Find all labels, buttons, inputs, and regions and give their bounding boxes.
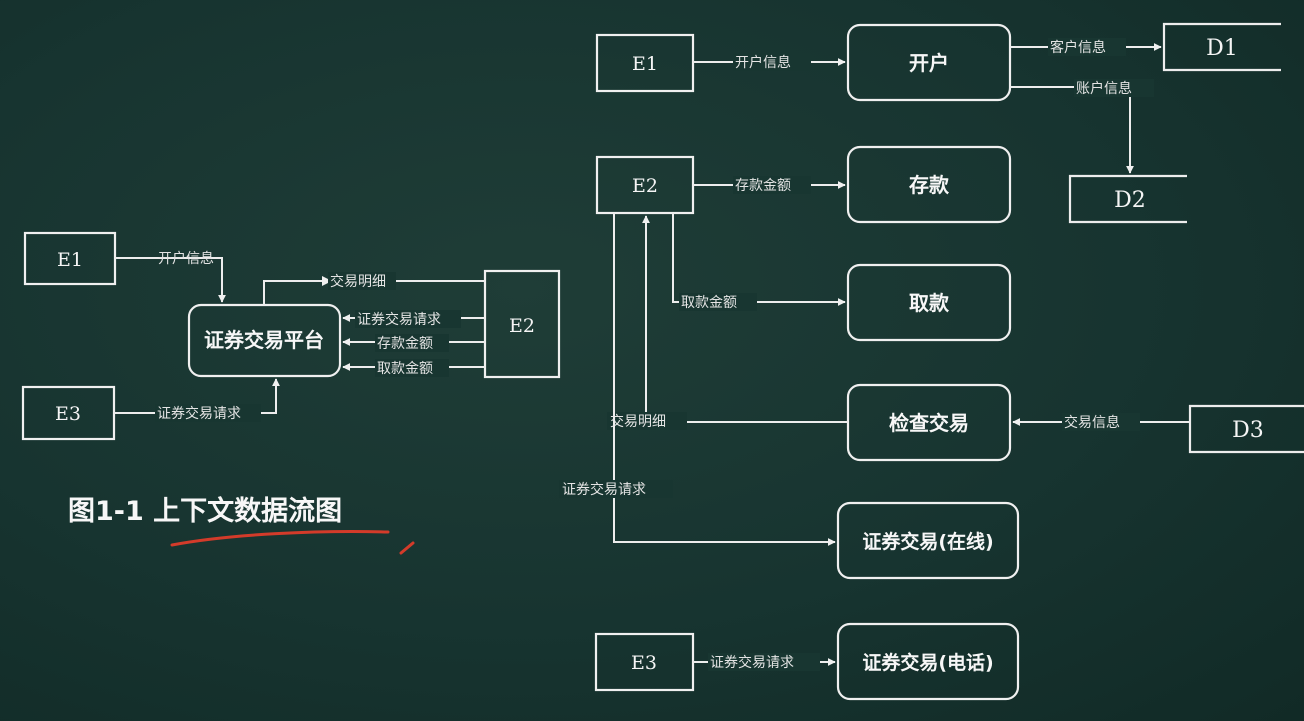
ctx-flow-withdraw-label: 取款金额 bbox=[377, 361, 433, 377]
ctx-entity-e2-label: E2 bbox=[509, 315, 535, 337]
flow-open-d2-line bbox=[1010, 86, 1134, 174]
process-deposit-label: 存款 bbox=[909, 173, 950, 197]
ctx-flow-detail-arrowhead bbox=[322, 276, 332, 286]
ctx-flow-detail-label: 交易明细 bbox=[330, 273, 386, 290]
flow-e2-deposit-label: 存款金额 bbox=[735, 178, 791, 194]
red-tick-mark bbox=[399, 541, 415, 555]
detail-diagram: E1 E2 E3 开户 存款 取款 检查交易 证券交易(在线) 证券交易(电话)… bbox=[559, 22, 1304, 701]
process-open-account-label: 开户 bbox=[909, 51, 949, 75]
store-d3-label: D3 bbox=[1232, 418, 1264, 443]
ctx-process-label: 证券交易平台 bbox=[204, 328, 324, 352]
ctx-flow-e3-label: 证券交易请求 bbox=[157, 405, 241, 422]
process-withdraw-label: 取款 bbox=[909, 291, 950, 315]
ctx-flow-e1-line bbox=[115, 257, 226, 303]
flow-e2-online-line bbox=[613, 213, 836, 546]
detail-entity-e3-label: E3 bbox=[631, 652, 657, 674]
red-underline-mark bbox=[170, 530, 390, 547]
process-check-trade-label: 检查交易 bbox=[889, 411, 969, 435]
ctx-entity-e2-box bbox=[483, 269, 561, 379]
flow-e2-withdraw-label: 取款金额 bbox=[681, 295, 737, 311]
flow-e2-withdraw-line bbox=[672, 213, 846, 306]
flow-check-e2-line bbox=[642, 215, 848, 423]
process-withdraw-box bbox=[846, 263, 1012, 342]
flow-e1-open-label: 开户信息 bbox=[735, 54, 791, 71]
flow-e3-phone-label: 证券交易请求 bbox=[710, 654, 794, 671]
store-d2-shape bbox=[1068, 174, 1187, 224]
ctx-flow-deposit-label: 存款金额 bbox=[377, 336, 433, 352]
flow-open-d1-label: 客户信息 bbox=[1050, 39, 1106, 56]
figure-caption: 图1-1 上下文数据流图 bbox=[68, 495, 342, 527]
ctx-flow-request-label: 证券交易请求 bbox=[357, 311, 441, 328]
process-trade-phone-label: 证券交易(电话) bbox=[862, 651, 993, 674]
ctx-flow-e1-label: 开户信息 bbox=[158, 250, 214, 267]
process-open-account-box bbox=[846, 23, 1012, 102]
detail-entity-e2-label: E2 bbox=[632, 175, 658, 197]
detail-entity-e1-label: E1 bbox=[632, 53, 658, 75]
ctx-flow-detail-line bbox=[263, 280, 485, 305]
ctx-entity-e1-label: E1 bbox=[57, 249, 83, 271]
store-d2-label: D2 bbox=[1114, 188, 1146, 213]
store-d3-shape bbox=[1188, 404, 1304, 454]
flow-d3-check-label: 交易信息 bbox=[1064, 414, 1120, 431]
flow-e2-online-label: 证券交易请求 bbox=[562, 481, 646, 498]
process-deposit-box bbox=[846, 145, 1012, 224]
process-trade-online-label: 证券交易(在线) bbox=[862, 530, 993, 553]
flow-open-d2-label: 账户信息 bbox=[1076, 80, 1132, 97]
process-trade-online-box bbox=[836, 501, 1020, 580]
store-d1-label: D1 bbox=[1206, 36, 1238, 61]
store-d1-shape bbox=[1162, 22, 1281, 72]
process-trade-phone-box bbox=[836, 622, 1020, 701]
context-diagram: E1 E3 E2 证券交易平台 开户信息 交易明细 证券交易请求 存款金额 取款… bbox=[21, 231, 561, 441]
flow-check-e2-label: 交易明细 bbox=[610, 413, 666, 430]
ctx-entity-e3-label: E3 bbox=[55, 403, 81, 425]
